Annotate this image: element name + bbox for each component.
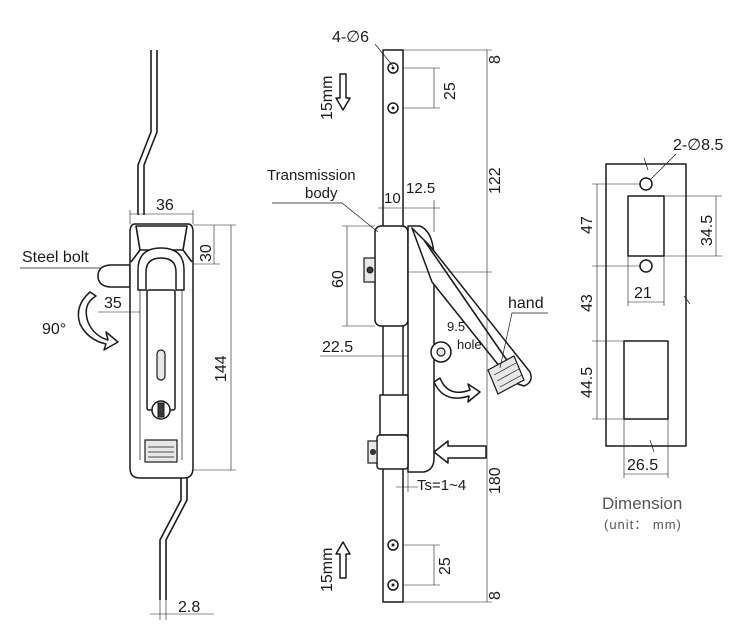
cutout-lower — [623, 340, 669, 420]
steel-bolt — [97, 264, 131, 288]
handle-lever — [137, 247, 185, 291]
dim-35: 35 — [104, 295, 122, 312]
cover-plate — [407, 225, 435, 473]
dim-22-5: 22.5 — [322, 339, 353, 356]
housing-head — [130, 225, 193, 263]
label-hand: hand — [508, 295, 544, 312]
dim-30: 30 — [198, 244, 215, 262]
travel-down-arrow-icon — [335, 73, 351, 111]
dim-2-8: 2.8 — [178, 599, 200, 616]
lower-body — [376, 434, 409, 470]
rotation-arrow-icon — [77, 291, 119, 351]
label-hole-dia: 9.5 — [447, 319, 465, 334]
caption-unit: (unit： mm) — [604, 517, 682, 532]
dim-144: 144 — [213, 355, 230, 382]
dim-25-bottom: 25 — [437, 557, 454, 575]
dim-21: 21 — [634, 285, 652, 302]
handle-slot — [156, 349, 166, 381]
rotate-arrow-icon — [433, 377, 481, 403]
dim-8-bottom: 8 — [487, 591, 504, 600]
dim-180: 180 — [487, 467, 504, 494]
mount-hole-bottom — [639, 259, 653, 273]
label-90-degree: 90° — [42, 321, 66, 338]
dim-34-5: 34.5 — [699, 215, 716, 246]
label-travel-bottom: 15mm — [319, 548, 336, 592]
dim-43: 43 — [579, 294, 596, 312]
lower-rod — [159, 470, 188, 600]
side-view: 36 144 30 35 2.8 Steel bolt 90° — [20, 50, 236, 620]
dim-26-5: 26.5 — [627, 457, 658, 474]
label-cutout-holes: 2-∅8.5 — [673, 137, 724, 154]
transmission-body — [374, 225, 409, 327]
label-hole: hole — [457, 337, 482, 352]
front-view: 25 8 122 180 8 25 10 12.5 60 22.5 Ts=1~4… — [267, 29, 548, 603]
label-transmission: Transmission — [267, 167, 356, 184]
dim-36: 36 — [156, 197, 174, 214]
caption-dimension: Dimension — [602, 494, 682, 513]
travel-up-arrow-icon — [335, 541, 351, 579]
label-body: body — [305, 185, 338, 202]
cutout-view: 47 43 44.5 34.5 21 26.5 2-∅8.5 Dimension… — [579, 137, 724, 532]
label-ts: Ts=1~4 — [417, 477, 466, 494]
dim-44-5: 44.5 — [579, 367, 596, 398]
dim-25-top: 25 — [442, 82, 459, 100]
dim-12-5: 12.5 — [406, 180, 435, 197]
dim-60: 60 — [330, 270, 347, 288]
label-travel-top: 15mm — [319, 76, 336, 120]
label-steel-bolt: Steel bolt — [22, 249, 89, 266]
grip — [144, 439, 178, 463]
label-holes: 4-∅6 — [332, 29, 369, 46]
upper-rod — [137, 50, 158, 215]
dim-8-top: 8 — [487, 55, 504, 64]
lower-block — [379, 394, 409, 436]
dim-10: 10 — [384, 190, 401, 207]
push-arrow-icon — [433, 440, 487, 464]
handle — [411, 227, 532, 387]
dim-122: 122 — [487, 167, 504, 194]
cutout-upper — [627, 195, 665, 257]
dim-47: 47 — [579, 216, 596, 234]
handle-knob — [487, 355, 525, 395]
